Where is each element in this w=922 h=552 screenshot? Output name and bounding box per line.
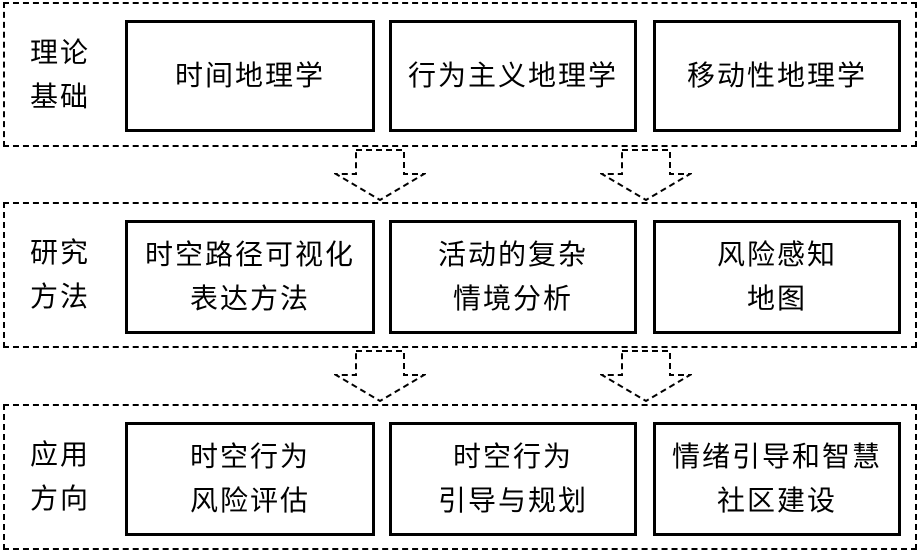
row-label-line: 基础: [29, 79, 90, 113]
row-label-theory-foundation: 理论 基础: [5, 4, 115, 145]
box-text: 风险感知: [716, 238, 837, 271]
row-label-line: 方向: [29, 482, 90, 515]
row-label-line: 应用: [29, 438, 90, 471]
row-label-line: 方法: [29, 280, 90, 313]
row-research-methods: 研究 方法 时空路径可视化 表达方法 活动的复杂 情境分析 风险感知 地图: [3, 202, 917, 348]
row-label-research-methods: 研究 方法: [5, 204, 115, 346]
box-text: 时空行为: [189, 440, 310, 473]
box-behavioral-geography: 行为主义地理学: [389, 20, 637, 132]
row-label-line: 理论: [29, 35, 90, 69]
row-theory-foundation: 理论 基础 时间地理学 行为主义地理学 移动性地理学: [3, 2, 917, 147]
row-label-application-directions: 应用 方向: [5, 406, 115, 548]
box-risk-assessment: 时空行为 风险评估: [125, 422, 375, 536]
box-text: 时空路径可视化: [144, 238, 355, 271]
box-guidance-planning: 时空行为 引导与规划: [389, 422, 637, 536]
box-text: 时空行为: [452, 440, 573, 473]
box-text: 风险评估: [189, 484, 310, 517]
box-text: 引导与规划: [437, 484, 588, 517]
box-text: 移动性地理学: [686, 59, 867, 92]
box-text: 社区建设: [716, 484, 837, 517]
row-application-directions: 应用 方向 时空行为 风险评估 时空行为 引导与规划 情绪引导和智慧 社区建设: [3, 404, 917, 550]
box-time-geography: 时间地理学: [125, 20, 375, 132]
box-text: 表达方法: [189, 282, 310, 315]
box-risk-perception-map: 风险感知 地图: [653, 220, 901, 334]
dashed-down-arrow-icon: [600, 149, 692, 202]
box-mobility-geography: 移动性地理学: [653, 20, 901, 132]
dashed-down-arrow-icon: [334, 149, 426, 202]
box-text: 地图: [746, 282, 807, 315]
box-smart-community: 情绪引导和智慧 社区建设: [653, 422, 901, 536]
dashed-down-arrow-icon: [600, 350, 692, 403]
box-text: 活动的复杂: [437, 238, 588, 271]
row-label-line: 研究: [29, 236, 90, 269]
box-space-time-path-visualization: 时空路径可视化 表达方法: [125, 220, 375, 334]
box-text: 时间地理学: [174, 59, 325, 92]
box-text: 情境分析: [452, 282, 573, 315]
box-activity-context-analysis: 活动的复杂 情境分析: [389, 220, 637, 334]
box-text: 行为主义地理学: [407, 59, 618, 92]
box-text: 情绪引导和智慧: [671, 440, 882, 473]
dashed-down-arrow-icon: [334, 350, 426, 403]
